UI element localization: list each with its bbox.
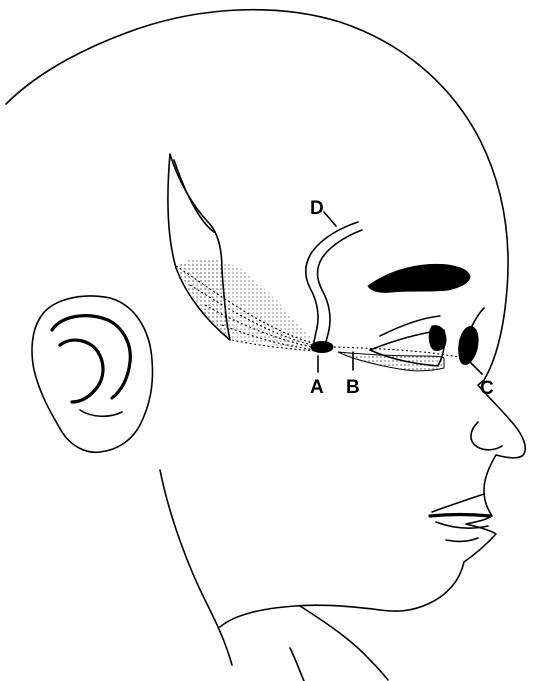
- label-a: A: [310, 377, 324, 398]
- leader-line-c: [470, 362, 482, 374]
- neck-chin-line: [290, 648, 304, 681]
- leader-line-d: [324, 212, 336, 226]
- label-d: D: [310, 198, 324, 219]
- structure-d-tube: [306, 222, 358, 342]
- structure-d-tube-inner: [318, 230, 363, 342]
- throat-line: [300, 606, 388, 680]
- nose-lower: [471, 422, 502, 450]
- ear-inner-curve: [60, 340, 103, 402]
- upper-lip: [432, 494, 484, 512]
- point-c-hook: [472, 308, 484, 326]
- ear-outline: [32, 296, 153, 452]
- chin-crease: [446, 538, 478, 541]
- eyebrow: [368, 264, 470, 292]
- lower-lip: [436, 522, 488, 528]
- point-a-marker: [311, 342, 333, 353]
- ear-lobe-line: [80, 410, 122, 416]
- neck-back-line: [160, 470, 232, 665]
- lip-line: [430, 515, 490, 517]
- point-c-structure: [459, 327, 478, 365]
- eye-dotted-region: [338, 352, 444, 371]
- ear-inner-fold: [52, 316, 130, 398]
- label-b: B: [346, 377, 360, 398]
- label-c: C: [480, 378, 494, 399]
